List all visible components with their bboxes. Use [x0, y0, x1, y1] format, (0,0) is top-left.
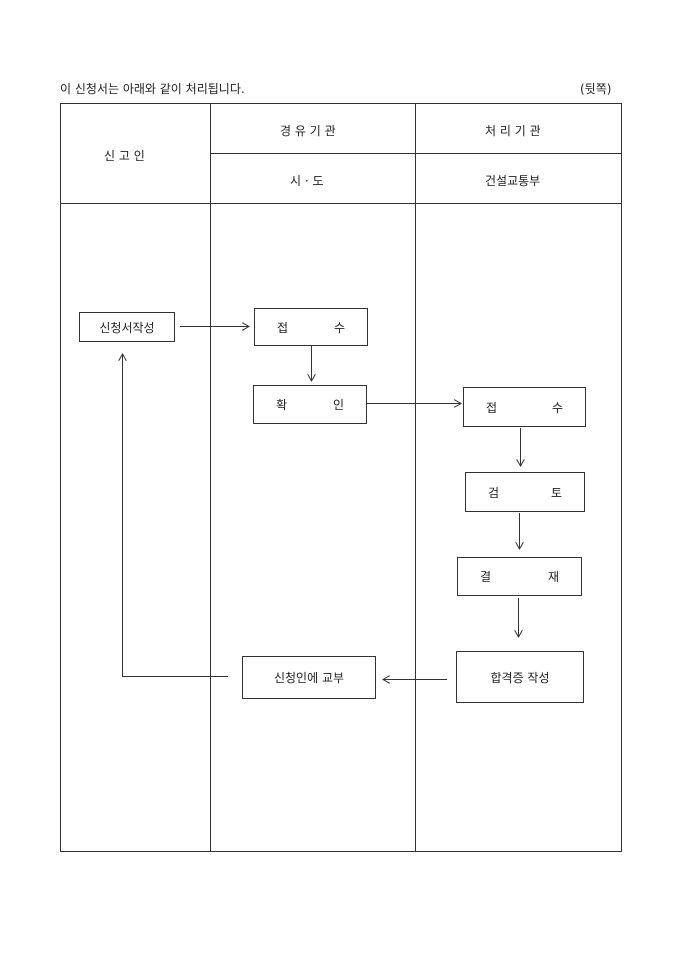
header-via-agency: 경 유 기 관	[280, 124, 336, 138]
page-side-label: (뒷쪽)	[580, 82, 612, 96]
step-label: 재	[547, 570, 559, 584]
table-border	[60, 103, 622, 852]
step-label: 접	[277, 320, 289, 335]
step-deliver: 신청인에 교부	[242, 656, 376, 699]
step-label: 확	[276, 398, 288, 412]
arrow	[123, 354, 228, 677]
intro-text: 이 신청서는 아래와 같이 처리됩니다.	[60, 82, 245, 96]
step-label: 검	[488, 485, 500, 500]
header-applicant: 신 고 인	[104, 149, 145, 163]
header-processing-agency-name: 건설교통부	[485, 174, 541, 188]
step-label: 신청서작성	[99, 320, 155, 335]
step-label: 결	[480, 570, 492, 584]
step-label: 접	[486, 400, 498, 415]
step-label: 수	[333, 320, 345, 335]
step-label: 신청인에 교부	[273, 671, 345, 685]
step-certificate: 합격증 작성	[456, 651, 584, 703]
header-via-agency-name: 시 · 도	[290, 174, 324, 188]
step-label: 합격증 작성	[490, 670, 550, 685]
step-write-application: 신청서작성	[79, 312, 175, 342]
step-label: 수	[551, 400, 563, 415]
step-label: 인	[332, 398, 344, 412]
header-processing-agency: 처 리 기 관	[485, 124, 541, 138]
step-label: 토	[550, 485, 562, 500]
